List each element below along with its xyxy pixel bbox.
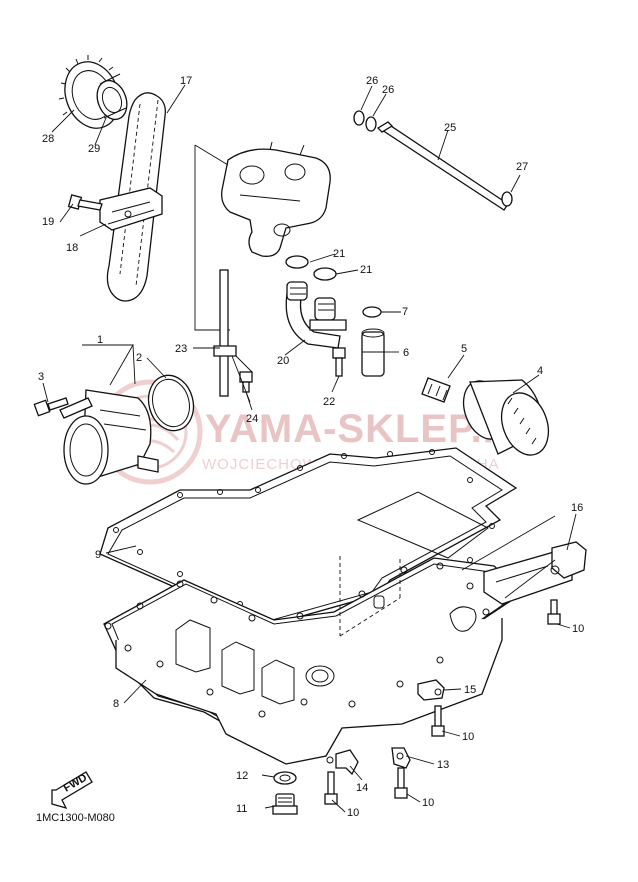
callout-19[interactable]: 19 xyxy=(42,216,54,228)
part-2-o-ring[interactable] xyxy=(143,370,200,435)
part-26-o-ring-b[interactable] xyxy=(365,116,377,132)
callout-10-right[interactable]: 10 xyxy=(572,623,584,635)
callout-1[interactable]: 1 xyxy=(97,334,103,346)
part-25-shaft[interactable] xyxy=(376,121,509,211)
callout-11[interactable]: 11 xyxy=(236,803,247,815)
part-18-chain-guide[interactable] xyxy=(99,187,163,231)
part-3-bolt[interactable] xyxy=(33,397,69,417)
oil-pump-assembly xyxy=(221,141,331,257)
callout-27[interactable]: 27 xyxy=(516,161,528,173)
part-12-washer[interactable] xyxy=(273,771,297,785)
part-6-sleeve[interactable] xyxy=(361,328,385,377)
callout-16[interactable]: 16 xyxy=(571,502,583,514)
callout-6[interactable]: 6 xyxy=(403,347,409,359)
part-21-o-ring-lower[interactable] xyxy=(313,267,337,281)
callout-4[interactable]: 4 xyxy=(537,365,543,377)
part-21-o-ring-upper[interactable] xyxy=(285,255,309,269)
part-1-oil-cooler[interactable] xyxy=(59,389,159,485)
part-22-bolt[interactable] xyxy=(332,347,346,377)
callout-23[interactable]: 23 xyxy=(175,343,187,355)
callout-13[interactable]: 13 xyxy=(437,759,449,771)
callout-10-lower-left[interactable]: 10 xyxy=(347,807,359,819)
callout-18[interactable]: 18 xyxy=(66,242,78,254)
callout-20[interactable]: 20 xyxy=(277,355,289,367)
pump-outline-leader xyxy=(194,144,230,331)
part-14-clip[interactable] xyxy=(326,749,359,776)
part-26-o-ring-a[interactable] xyxy=(353,110,365,126)
part-10-bolt-lower-left[interactable] xyxy=(324,771,338,805)
callout-3[interactable]: 3 xyxy=(38,371,44,383)
part-4-oil-filter[interactable] xyxy=(456,375,557,462)
part-23-rod[interactable] xyxy=(213,269,237,397)
part-10-bolt-lower-right[interactable] xyxy=(394,767,408,799)
callout-25[interactable]: 25 xyxy=(444,122,456,134)
callout-9[interactable]: 9 xyxy=(95,549,101,561)
part-8-oil-pan[interactable] xyxy=(103,556,526,765)
part-29-bearing[interactable] xyxy=(92,73,132,124)
part-13-clamp[interactable] xyxy=(391,747,411,769)
part-16-bracket[interactable] xyxy=(483,541,587,605)
callout-10-mid[interactable]: 10 xyxy=(462,731,474,743)
part-5-fitting[interactable] xyxy=(421,377,451,403)
callout-28[interactable]: 28 xyxy=(42,133,54,145)
callout-7[interactable]: 7 xyxy=(402,306,408,318)
callout-labels: 1 2 3 4 5 6 7 8 9 10 10 10 10 11 12 13 1… xyxy=(38,75,584,819)
part-10-bolt-right[interactable] xyxy=(547,599,561,625)
part-11-drain-bolt[interactable] xyxy=(272,793,298,815)
callout-26-a[interactable]: 26 xyxy=(366,75,378,87)
callout-10-lower-right[interactable]: 10 xyxy=(422,797,434,809)
part-15-clamp[interactable] xyxy=(417,679,445,701)
part-10-bolt-mid[interactable] xyxy=(431,705,445,737)
callout-21-upper[interactable]: 21 xyxy=(333,248,345,260)
callout-14[interactable]: 14 xyxy=(356,782,368,794)
part-19-bolt[interactable] xyxy=(67,194,103,211)
callout-15[interactable]: 15 xyxy=(464,684,476,696)
callout-21-lower[interactable]: 21 xyxy=(360,264,372,276)
callout-22[interactable]: 22 xyxy=(323,396,335,408)
fwd-arrow-icon: FWD xyxy=(51,771,93,810)
callout-29[interactable]: 29 xyxy=(88,143,100,155)
callout-2[interactable]: 2 xyxy=(136,352,142,364)
leader-lines xyxy=(42,84,577,813)
callout-24[interactable]: 24 xyxy=(246,413,258,425)
callout-5[interactable]: 5 xyxy=(461,343,467,355)
callout-8[interactable]: 8 xyxy=(113,698,119,710)
callout-26-b[interactable]: 26 xyxy=(382,84,394,96)
part-27-o-ring[interactable] xyxy=(501,191,513,207)
part-7-o-ring[interactable] xyxy=(362,306,382,318)
callout-12[interactable]: 12 xyxy=(236,770,248,782)
diagram-code: 1MC1300-M080 xyxy=(36,812,115,824)
callout-17[interactable]: 17 xyxy=(180,75,192,87)
part-20-oil-pipe[interactable] xyxy=(285,281,347,349)
